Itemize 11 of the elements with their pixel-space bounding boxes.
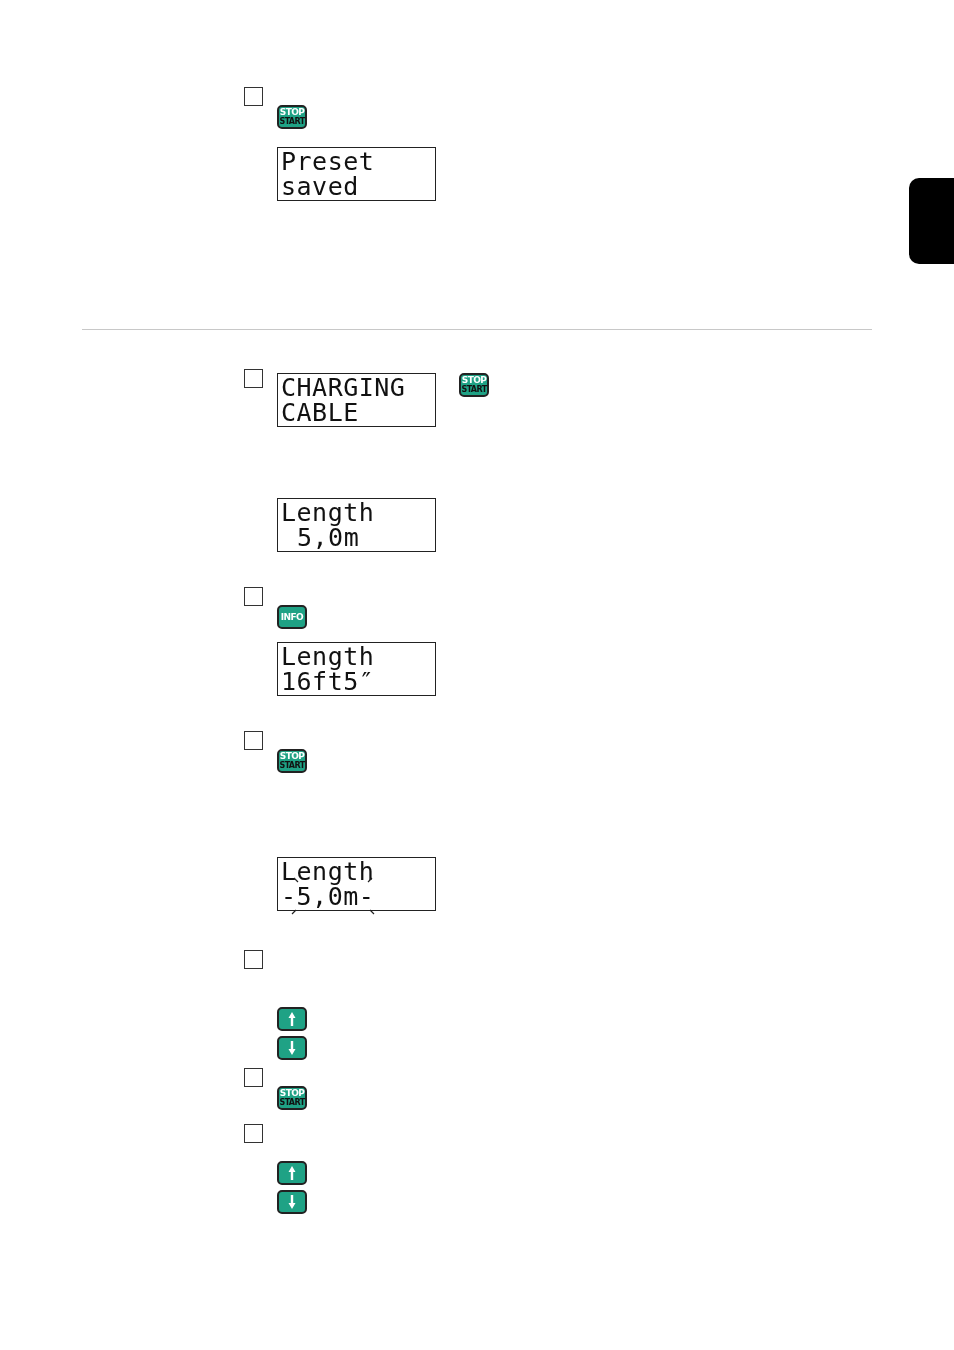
stop-start-key: STOP START <box>277 1086 307 1110</box>
lcd-display: Length 5,0m <box>277 498 436 552</box>
stop-start-key: STOP START <box>459 373 489 397</box>
lcd-display: CHARGING CABLE <box>277 373 436 427</box>
stop-start-key: INFO <box>277 605 307 629</box>
section-tab <box>909 178 954 264</box>
stop-start-key: STOP START <box>277 105 307 129</box>
lcd-display: Preset saved <box>277 147 436 201</box>
lcd-display: Length -5,0m- <box>277 857 436 911</box>
lcd-display: Length 16ft5″ <box>277 642 436 696</box>
stop-start-key: STOP START <box>277 749 307 773</box>
